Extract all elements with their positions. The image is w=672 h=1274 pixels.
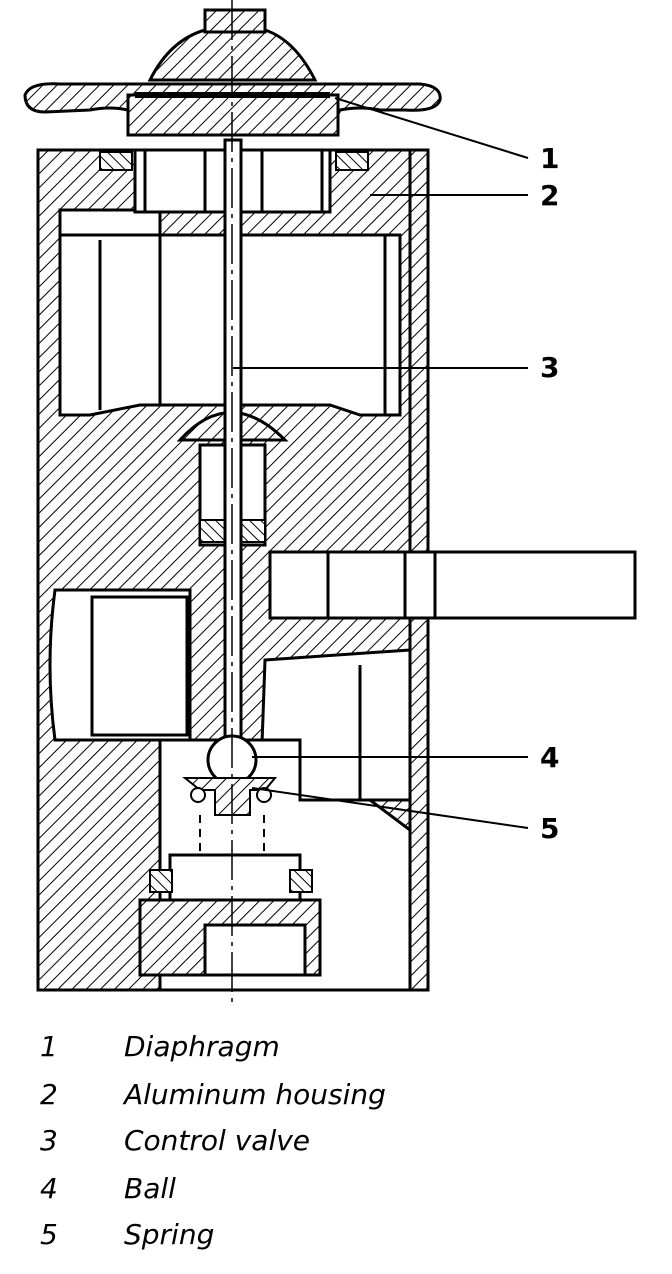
leader-lines [233,97,529,829]
side-pin [268,550,637,620]
legend-number: 1 [40,1030,58,1063]
legend-number: 2 [40,1078,58,1111]
legend-item: 5 Spring [0,1218,672,1258]
legend-item: 2 Aluminum housing [0,1078,672,1118]
diaphragm-cap [23,8,442,137]
callout-1: 1 [540,142,559,175]
legend-label: Ball [124,1172,176,1205]
legend-label: Control valve [124,1124,311,1157]
legend-label: Aluminum housing [124,1078,386,1111]
legend-label: Diaphragm [124,1030,280,1063]
legend-item: 1 Diaphragm [0,1030,672,1070]
legend-item: 3 Control valve [0,1124,672,1164]
legend-number: 3 [40,1124,58,1157]
legend-item: 4 Ball [0,1172,672,1212]
callout-4: 4 [540,741,559,774]
expansion-valve-cross-section: 1 2 3 4 5 [23,0,637,1005]
control-valve-rod [223,138,243,742]
spring [138,777,322,977]
callout-2: 2 [540,179,559,212]
legend-number: 5 [40,1218,58,1251]
legend-label: Spring [124,1218,215,1251]
callout-5: 5 [540,812,559,845]
legend-number: 4 [40,1172,58,1205]
callout-3: 3 [540,351,559,384]
